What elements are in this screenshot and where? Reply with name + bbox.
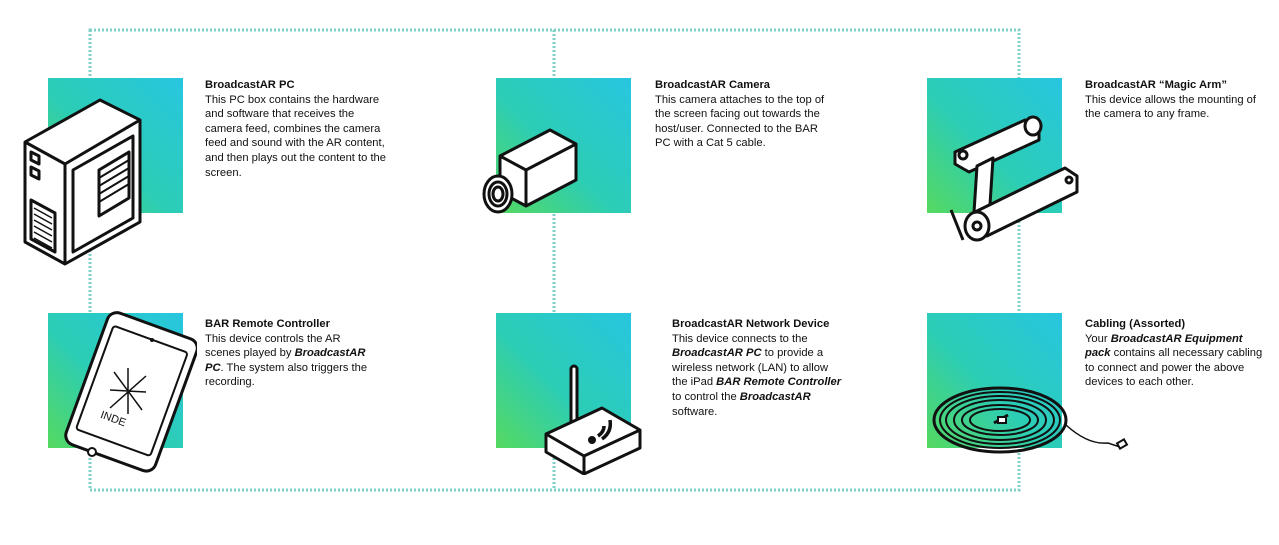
camera-description: This camera attaches to the top of the s… xyxy=(655,93,825,150)
pc-title: BroadcastAR PC xyxy=(205,79,295,91)
pc-tower-icon xyxy=(23,98,142,266)
cabling-title: Cabling (Assorted) xyxy=(1085,318,1186,330)
arm-title: BroadcastAR “Magic Arm” xyxy=(1085,79,1227,91)
cabling-info: Cabling (Assorted) Your BroadcastAR Equi… xyxy=(1085,317,1265,390)
remote-info: BAR Remote Controller This device contro… xyxy=(205,317,375,390)
remote-title: BAR Remote Controller xyxy=(205,318,330,330)
pc-info: BroadcastAR PC This PC box contains the … xyxy=(205,78,390,180)
tablet-icon: INDE xyxy=(64,311,197,473)
network-description: This device connects to the BroadcastAR … xyxy=(672,332,842,418)
network-info: BroadcastAR Network Device This device c… xyxy=(672,317,842,419)
pc-description: This PC box contains the hardware and so… xyxy=(205,93,386,179)
cabling-backdrop xyxy=(927,313,1062,448)
router-icon xyxy=(544,364,642,475)
network-title: BroadcastAR Network Device xyxy=(672,318,830,330)
camera-info: BroadcastAR Camera This camera attaches … xyxy=(655,78,825,151)
connector-frame xyxy=(88,28,1021,492)
arm-info: BroadcastAR “Magic Arm” This device allo… xyxy=(1085,78,1265,122)
cabling-description: Your BroadcastAR Equipment pack contains… xyxy=(1085,332,1263,389)
remote-description: This device controls the AR scenes playe… xyxy=(205,332,368,389)
magic-arm-icon xyxy=(949,115,1079,242)
cable-coil-icon xyxy=(932,386,1129,454)
camera-title: BroadcastAR Camera xyxy=(655,79,771,91)
camera-icon xyxy=(482,128,578,214)
arm-description: This device allows the mounting of the c… xyxy=(1085,93,1257,121)
